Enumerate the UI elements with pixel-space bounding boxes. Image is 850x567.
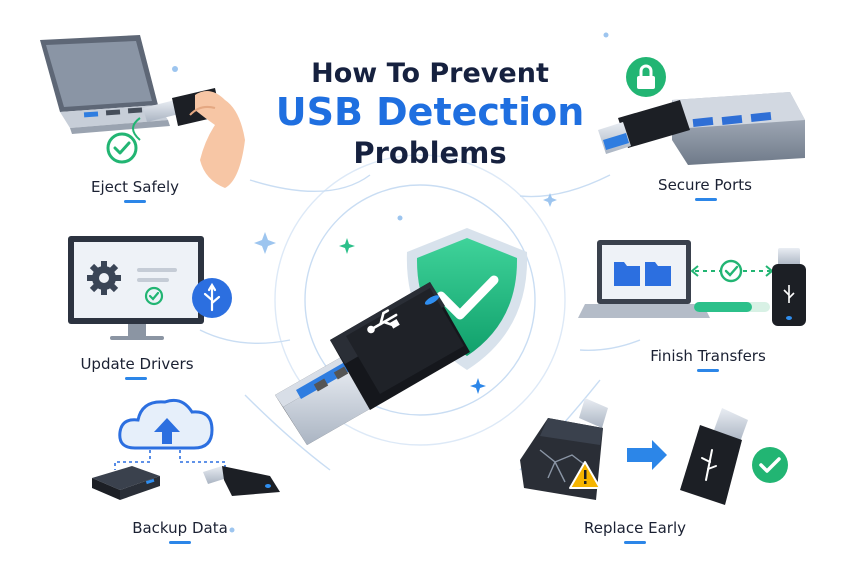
underline-accent bbox=[695, 198, 717, 201]
laptop-transfer-progress-icon bbox=[578, 240, 806, 326]
tip-label-update-drivers: Update Drivers bbox=[80, 355, 194, 373]
usb-drive-icon bbox=[275, 282, 470, 445]
usb-hub-lock-icon bbox=[598, 57, 805, 165]
sparkles bbox=[172, 32, 609, 533]
underline-accent bbox=[124, 200, 146, 203]
underline-accent bbox=[697, 369, 719, 372]
underline-accent bbox=[624, 541, 646, 544]
underline-accent bbox=[125, 377, 147, 380]
broken-usb-replace-icon bbox=[520, 398, 788, 505]
tip-label-eject-safely: Eject Safely bbox=[90, 178, 180, 196]
tip-label-backup-data: Backup Data bbox=[132, 519, 228, 537]
title-line-1: How To Prevent bbox=[311, 58, 549, 89]
tip-label-secure-ports: Secure Ports bbox=[658, 176, 752, 194]
laptop-usb-check-icon bbox=[40, 35, 245, 188]
monitor-gear-usb-icon bbox=[68, 236, 232, 340]
title-line-3: Problems bbox=[353, 136, 507, 170]
title-line-2: USB Detection bbox=[275, 90, 585, 134]
tip-label-replace-early: Replace Early bbox=[584, 519, 686, 537]
tip-label-finish-transfers: Finish Transfers bbox=[650, 347, 766, 365]
cloud-backup-icon bbox=[92, 398, 280, 500]
underline-accent bbox=[169, 541, 191, 544]
